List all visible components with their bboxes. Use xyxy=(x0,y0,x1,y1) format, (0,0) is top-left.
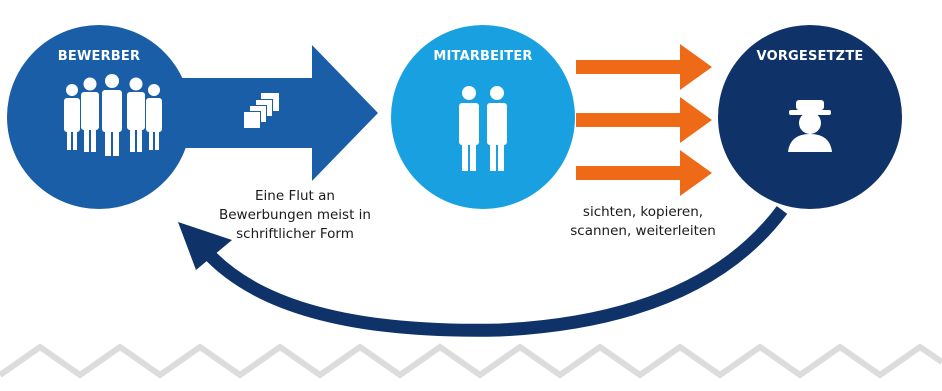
stacked-documents-icon xyxy=(243,93,279,129)
return-arrow-line xyxy=(200,206,788,337)
flow-caption: Eine Flut an Bewerbungen meist in schrif… xyxy=(200,187,390,244)
blue-flow-arrow xyxy=(170,45,378,181)
person-with-hat-icon xyxy=(788,100,832,152)
tasks-caption-line-1: sichten, kopieren, xyxy=(582,204,704,220)
orange-arrow-top xyxy=(576,44,712,90)
zigzag-decoration xyxy=(0,343,942,379)
flow-caption-line-3: schriftlicher Form xyxy=(236,226,354,242)
mitarbeiter-circle xyxy=(391,25,575,209)
return-arrow xyxy=(178,206,788,337)
blue-flow-arrow-shape xyxy=(170,45,378,181)
tasks-caption-line-2: scannen, weiterleiten xyxy=(570,223,716,239)
return-arrow-head xyxy=(178,222,232,270)
two-people-icon xyxy=(459,86,507,171)
orange-arrow-middle xyxy=(576,97,712,143)
mitarbeiter-title: MITARBEITER xyxy=(433,49,533,64)
vorgesetzte-title: VORGESETZTE xyxy=(756,49,864,64)
orange-arrows xyxy=(576,44,712,196)
tasks-caption: sichten, kopieren, scannen, weiterleiten xyxy=(548,203,738,241)
group-of-people-icon xyxy=(64,74,162,156)
bewerber-title: BEWERBER xyxy=(57,49,141,64)
flow-caption-line-2: Bewerbungen meist in xyxy=(218,207,371,223)
orange-arrow-bottom xyxy=(576,150,712,196)
flow-caption-line-1: Eine Flut an xyxy=(255,188,335,204)
